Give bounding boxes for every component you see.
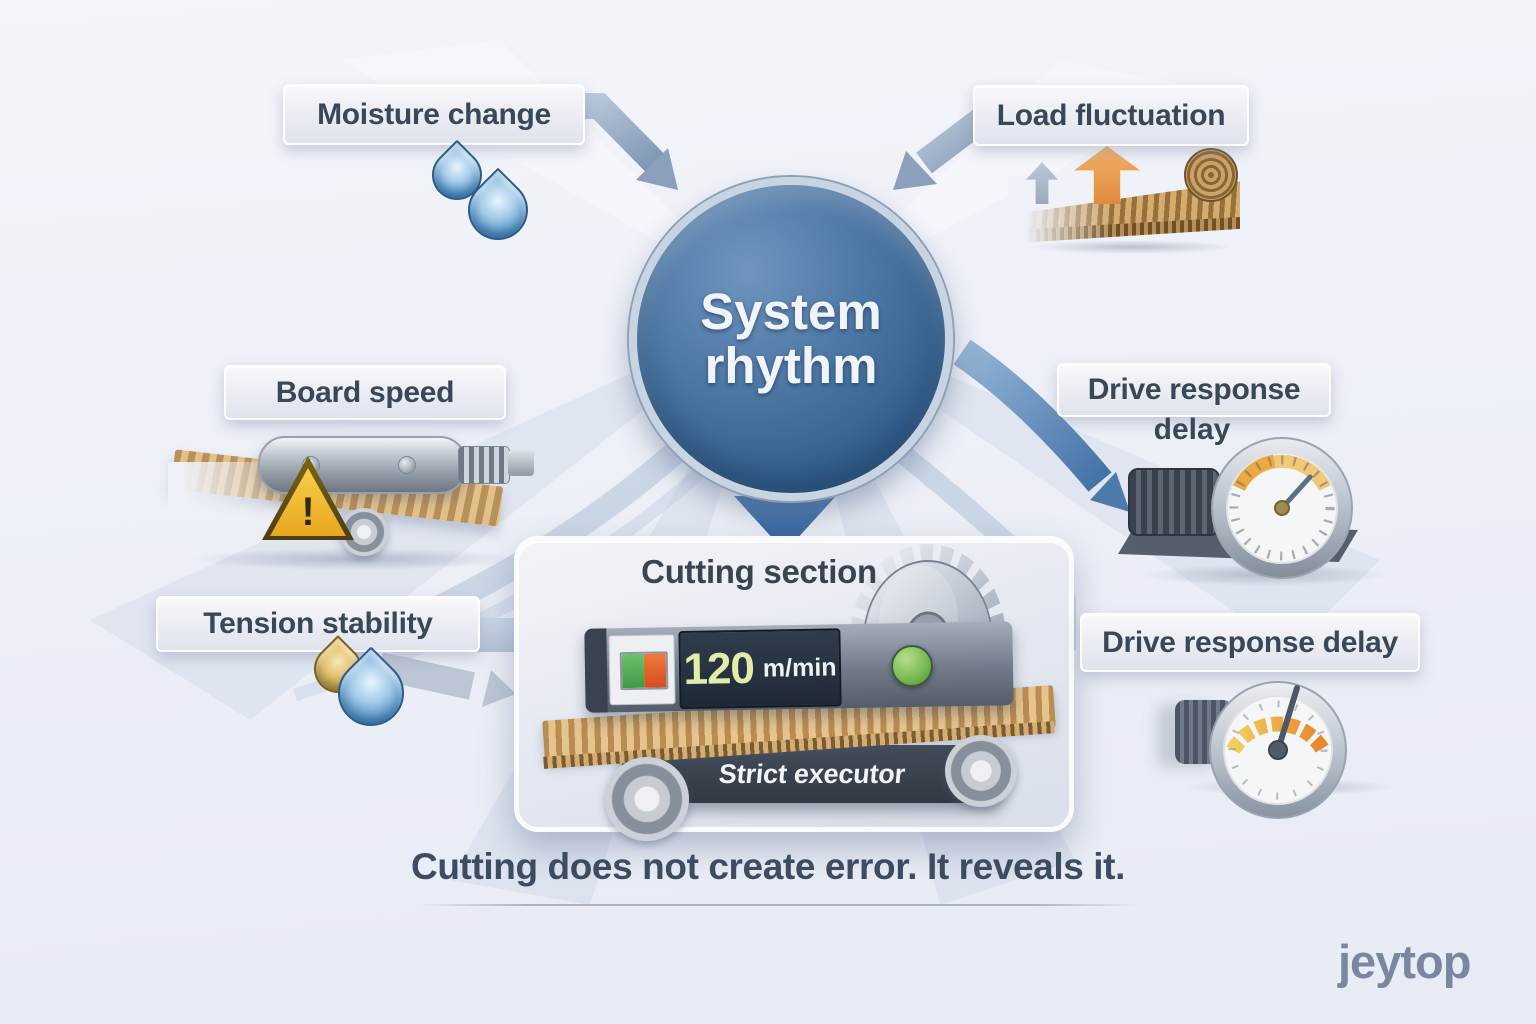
label-load-fluctuation-text: Load fluctuation xyxy=(996,98,1226,132)
warning-exclamation-mark: ! xyxy=(301,490,315,534)
toggle-switch xyxy=(619,651,669,691)
speed-readout-screen: 120 m/min xyxy=(678,628,842,710)
display-switch-panel xyxy=(608,634,676,706)
brand-logo: jeytop xyxy=(1338,935,1471,988)
label-moisture-change-text: Moisture change xyxy=(317,97,551,131)
label-drive-response-upper-line1: Drive response xyxy=(1087,373,1301,406)
conveyor-wheel-icon xyxy=(945,735,1017,807)
arrow-tension-to-cutting xyxy=(377,652,516,707)
display-end-cap xyxy=(584,628,608,713)
hub-title-line1: System xyxy=(700,283,882,341)
label-drive-response-lower-text: Drive response delay xyxy=(1102,625,1398,659)
gauge-icon xyxy=(1211,437,1353,579)
strict-executor-caption: Strict executor xyxy=(717,758,907,789)
stack-shadow xyxy=(1030,240,1235,254)
roller-thread-icon xyxy=(458,446,510,484)
corrugated-stack-icon xyxy=(1008,146,1240,254)
led-indicator xyxy=(890,644,934,688)
gauge-icon xyxy=(1209,681,1347,819)
speed-value: 120 xyxy=(683,643,755,695)
label-drive-response-delay-lower: Drive response delay xyxy=(1080,613,1420,672)
system-rhythm-hub: System rhythm xyxy=(629,177,953,501)
roller-icon xyxy=(258,436,467,494)
tagline: Cutting does not create error. It reveal… xyxy=(411,846,1125,887)
label-tension-stability: Tension stability xyxy=(156,596,480,652)
label-load-fluctuation: Load fluctuation xyxy=(973,85,1249,146)
speed-display: 120 m/min xyxy=(584,621,1014,713)
tagline-divider xyxy=(418,904,1140,906)
conveyor-shadow xyxy=(190,548,520,570)
label-moisture-change: Moisture change xyxy=(283,84,585,145)
conveyor-wheel-icon xyxy=(605,757,689,841)
speed-unit: m/min xyxy=(762,652,837,683)
label-board-speed-text: Board speed xyxy=(275,375,455,409)
tension-connector-band xyxy=(478,618,520,652)
toggle-on-half xyxy=(621,653,645,689)
arrow-hub-to-drive-gauge xyxy=(953,339,1130,512)
label-tension-stability-text: Tension stability xyxy=(203,607,433,640)
label-board-speed: Board speed xyxy=(224,365,506,420)
toggle-off-half xyxy=(643,653,667,688)
motor-icon xyxy=(1128,468,1220,536)
cutting-section-title: Cutting section xyxy=(641,553,877,590)
cutting-section-panel: Cutting section Strict executor xyxy=(514,536,1074,841)
label-drive-response-delay-upper: Drive response xyxy=(1057,363,1331,417)
roller-shaft-icon xyxy=(508,450,534,476)
hub-title-line2: rhythm xyxy=(704,337,878,394)
roll-spiral-icon xyxy=(1184,148,1238,202)
label-drive-response-upper-line2: delay xyxy=(1153,413,1231,446)
